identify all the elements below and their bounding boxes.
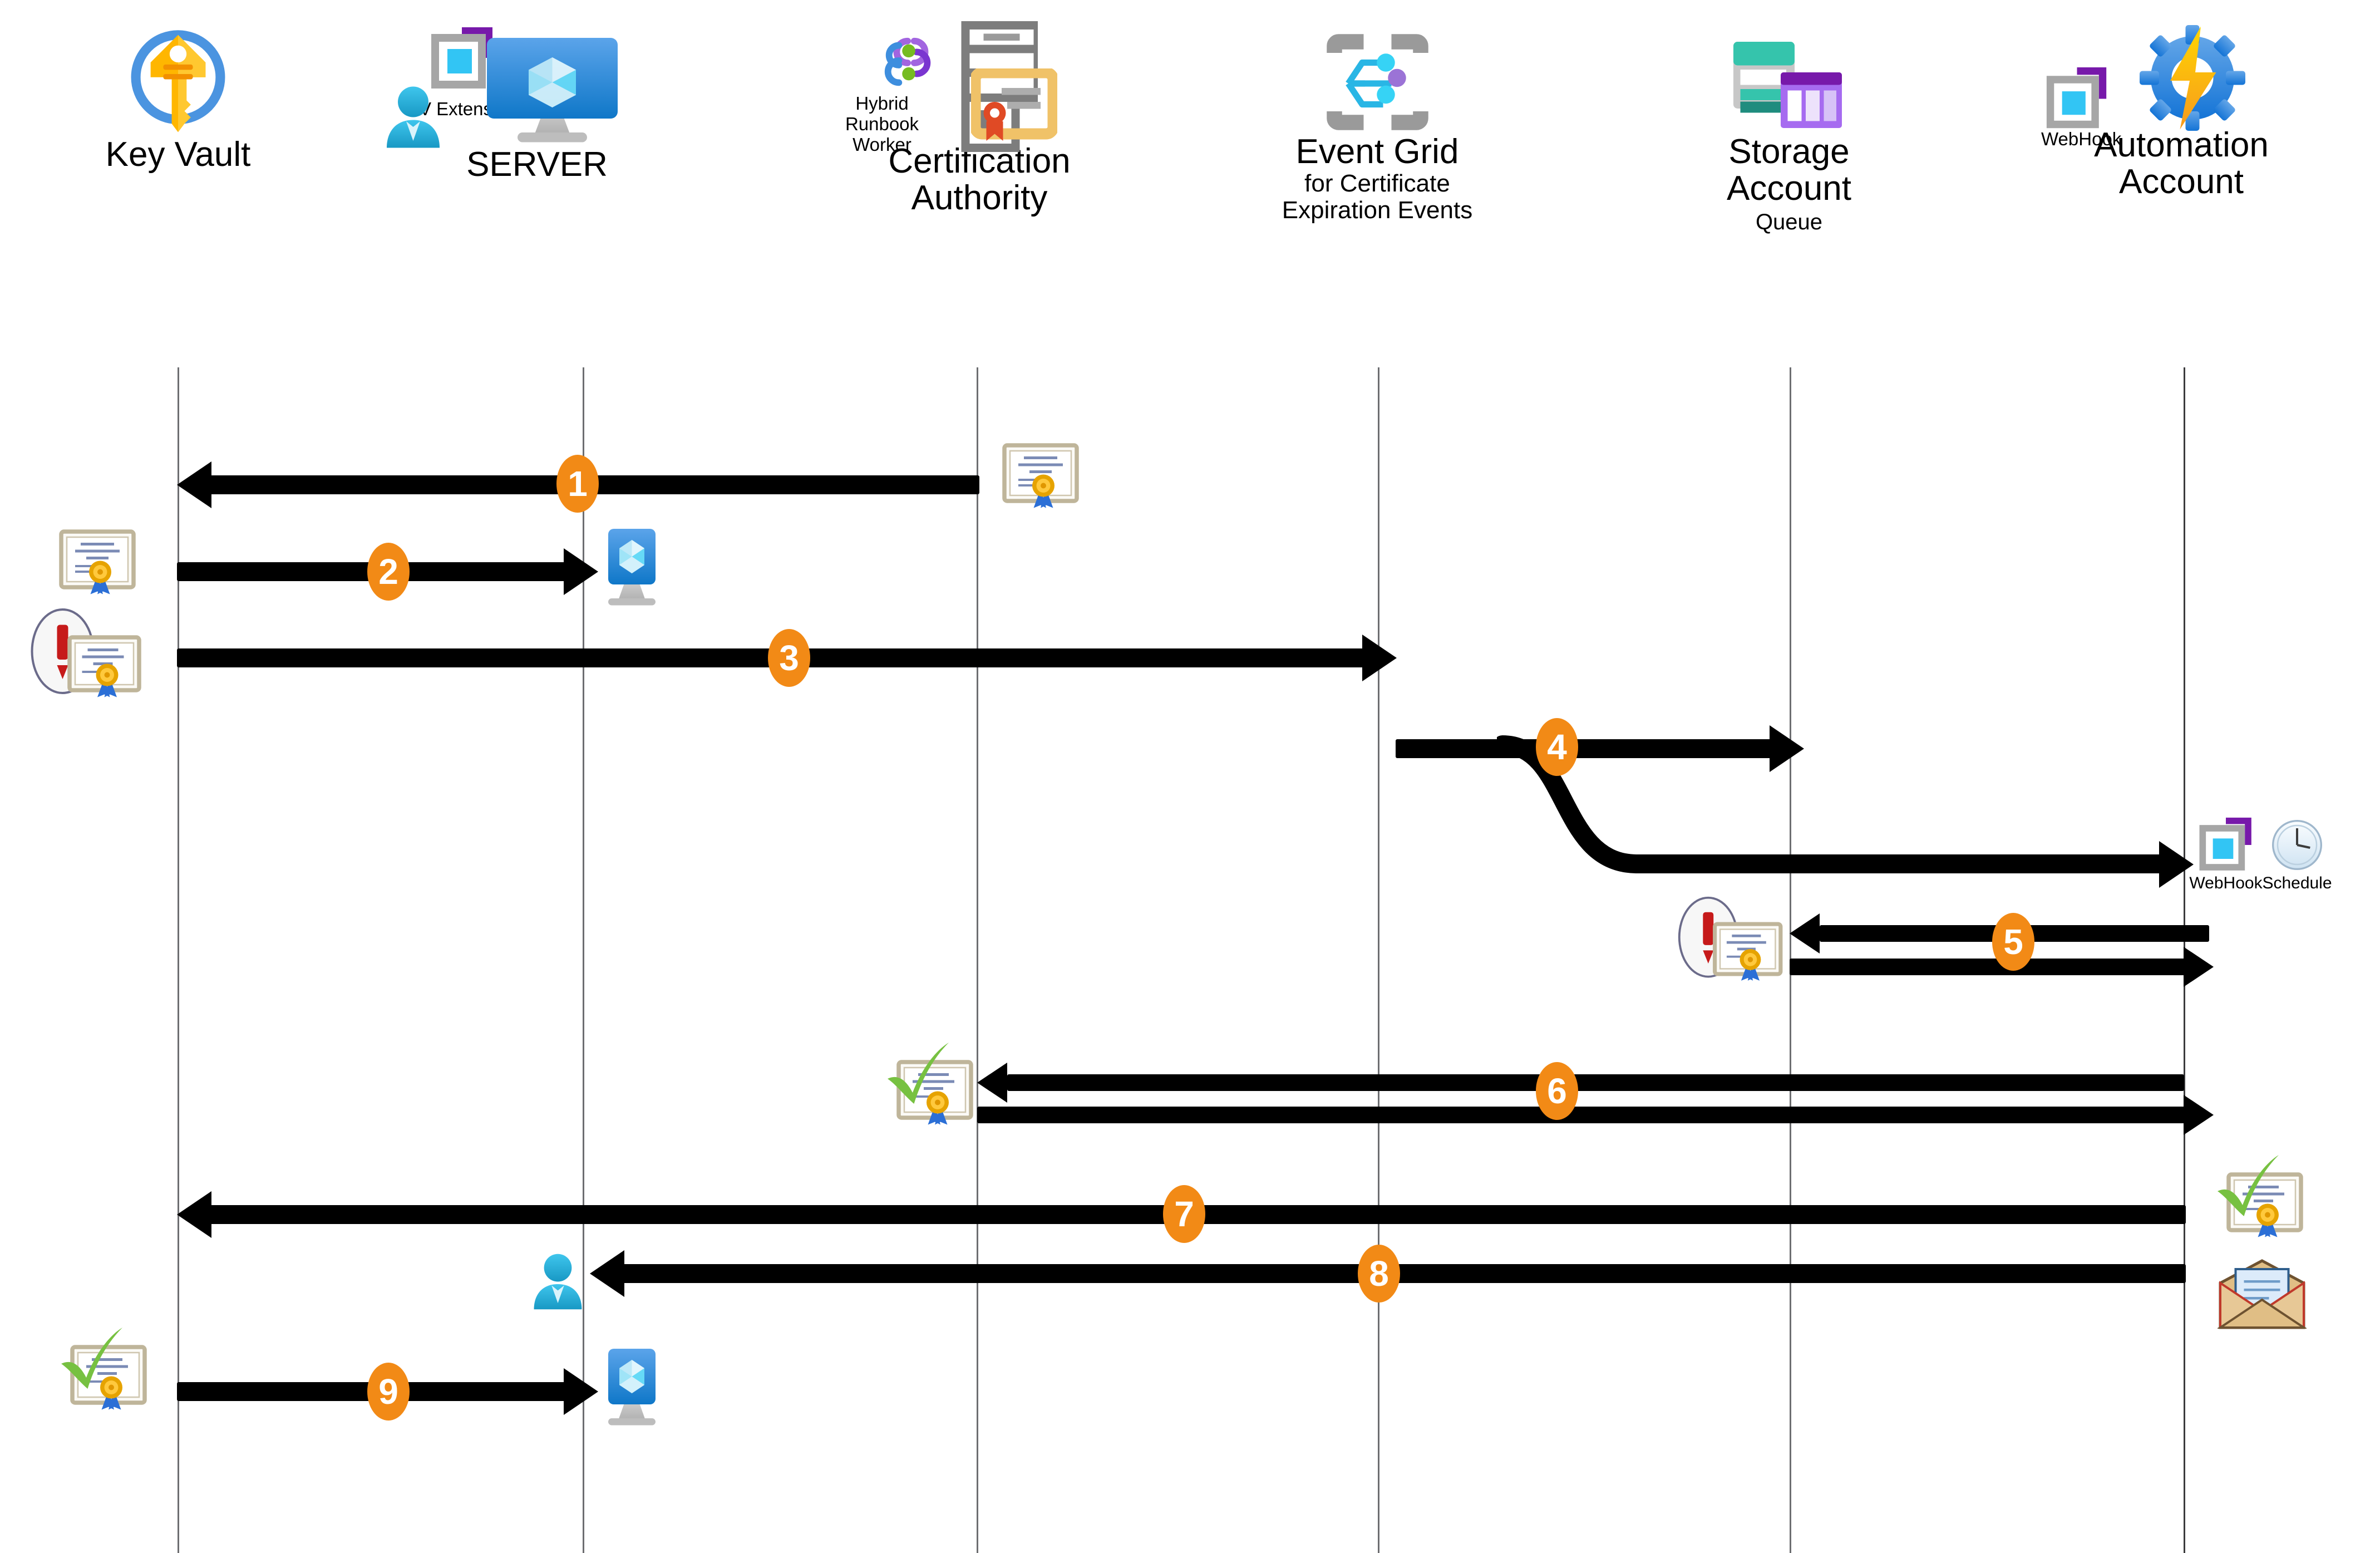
arrowhead-step-1: [177, 461, 211, 508]
step-badge-2: 2: [367, 543, 410, 601]
cert-valid-icon-step-7: [2212, 1152, 2315, 1247]
webhook-caption-step-4: WebHook: [2189, 874, 2263, 892]
key-vault-icon: [61, 17, 295, 136]
cert-icon-step-1: [1002, 443, 1080, 515]
arrow-step-5-outbound: [1790, 959, 2186, 975]
cert-valid-icon-step-9: [56, 1325, 159, 1419]
lifeline-key-vault: [178, 367, 179, 1553]
step-badge-4: 4: [1536, 718, 1578, 776]
hybrid-runbook-worker-icon: [879, 32, 940, 96]
actor-key-vault: Key Vault: [61, 17, 295, 173]
arrow-step-8: [620, 1264, 2186, 1283]
cert-expiring-icon-step-3: [28, 607, 145, 712]
actor-server: KV Extension: [373, 10, 662, 183]
arrow-step-6-outbound: [977, 1107, 2186, 1123]
server-screen-icon-step-2: [589, 526, 675, 610]
arrow-step-4-top: [1396, 739, 1774, 758]
actor-sublabel-event-grid: for Certificate Expiration Events: [1282, 169, 1473, 224]
step-badge-3: 3: [768, 629, 810, 687]
automation-gear-icon: [2137, 22, 2248, 136]
arrowhead-step-5-outbound: [2184, 947, 2214, 987]
actor-label-event-grid: Event Grid: [1295, 132, 1459, 171]
server-screen-icon-step-9: [589, 1346, 675, 1429]
event-grid-icon: [1233, 31, 1522, 134]
arrow-step-4-branch: [1497, 735, 2182, 873]
cert-valid-icon-step-6: [882, 1040, 985, 1134]
lifeline-event-grid: [1378, 367, 1379, 1553]
arrowhead-step-2: [564, 548, 598, 595]
lifeline-server: [583, 367, 584, 1553]
actor-automation-account: WebHook: [2026, 11, 2337, 200]
hybrid-runbook-worker-label: Hybrid Runbook Worker: [845, 93, 919, 155]
arrowhead-step-4-automation: [2159, 841, 2194, 888]
server-monitor-icon: [479, 32, 626, 152]
webhook-icon: [2045, 67, 2109, 134]
actor-label-storage-account: Storage Account: [1726, 132, 1852, 208]
arrowhead-step-5-inbound: [1790, 913, 1820, 954]
certificate-icon: [969, 67, 1059, 146]
user-icon-step-8: [531, 1250, 584, 1316]
step-badge-8: 8: [1358, 1245, 1400, 1303]
arrowhead-step-7: [177, 1191, 211, 1238]
arrowhead-step-6-outbound: [2184, 1095, 2214, 1135]
mail-icon-step-8: [2216, 1258, 2308, 1333]
lifeline-certification-authority: [977, 367, 978, 1553]
actor-label-key-vault: Key Vault: [105, 135, 251, 174]
arrowhead-step-9: [564, 1368, 598, 1415]
cert-expiring-icon-step-5: [1675, 895, 1786, 995]
actor-event-grid: Event Grid for Certificate Expiration Ev…: [1233, 31, 1522, 224]
user-icon: [384, 85, 442, 152]
actor-label-server: SERVER: [466, 145, 608, 184]
actor-certification-authority: Hybrid Runbook Worker Certification Auth…: [801, 10, 1157, 216]
actor-label-automation-account: Automation Account: [2094, 126, 2269, 201]
step-badge-7: 7: [1163, 1185, 1205, 1243]
step-badge-1: 1: [556, 455, 599, 513]
schedule-caption-step-4: Schedule: [2262, 874, 2332, 892]
step-badge-6: 6: [1536, 1062, 1578, 1120]
cert-icon-step-2: [58, 529, 136, 601]
storage-account-icon: [1667, 31, 1911, 134]
webhook-label: WebHook: [2041, 129, 2122, 149]
actor-sublabel-storage-account: Queue: [1755, 210, 1823, 235]
arrow-step-6-inbound: [1007, 1074, 2184, 1091]
arrowhead-step-4-storage: [1770, 725, 1804, 772]
step-badge-9: 9: [367, 1363, 410, 1421]
schedule-clock-icon: [2269, 817, 2325, 876]
arrowhead-step-3: [1362, 635, 1397, 681]
actor-storage-account: Storage Account Queue: [1667, 31, 1911, 234]
arrowhead-step-8: [590, 1250, 624, 1297]
webhook-icon-step-4: [2198, 817, 2254, 876]
arrowhead-step-6-inbound: [977, 1063, 1007, 1103]
step-badge-5: 5: [1992, 913, 2034, 971]
